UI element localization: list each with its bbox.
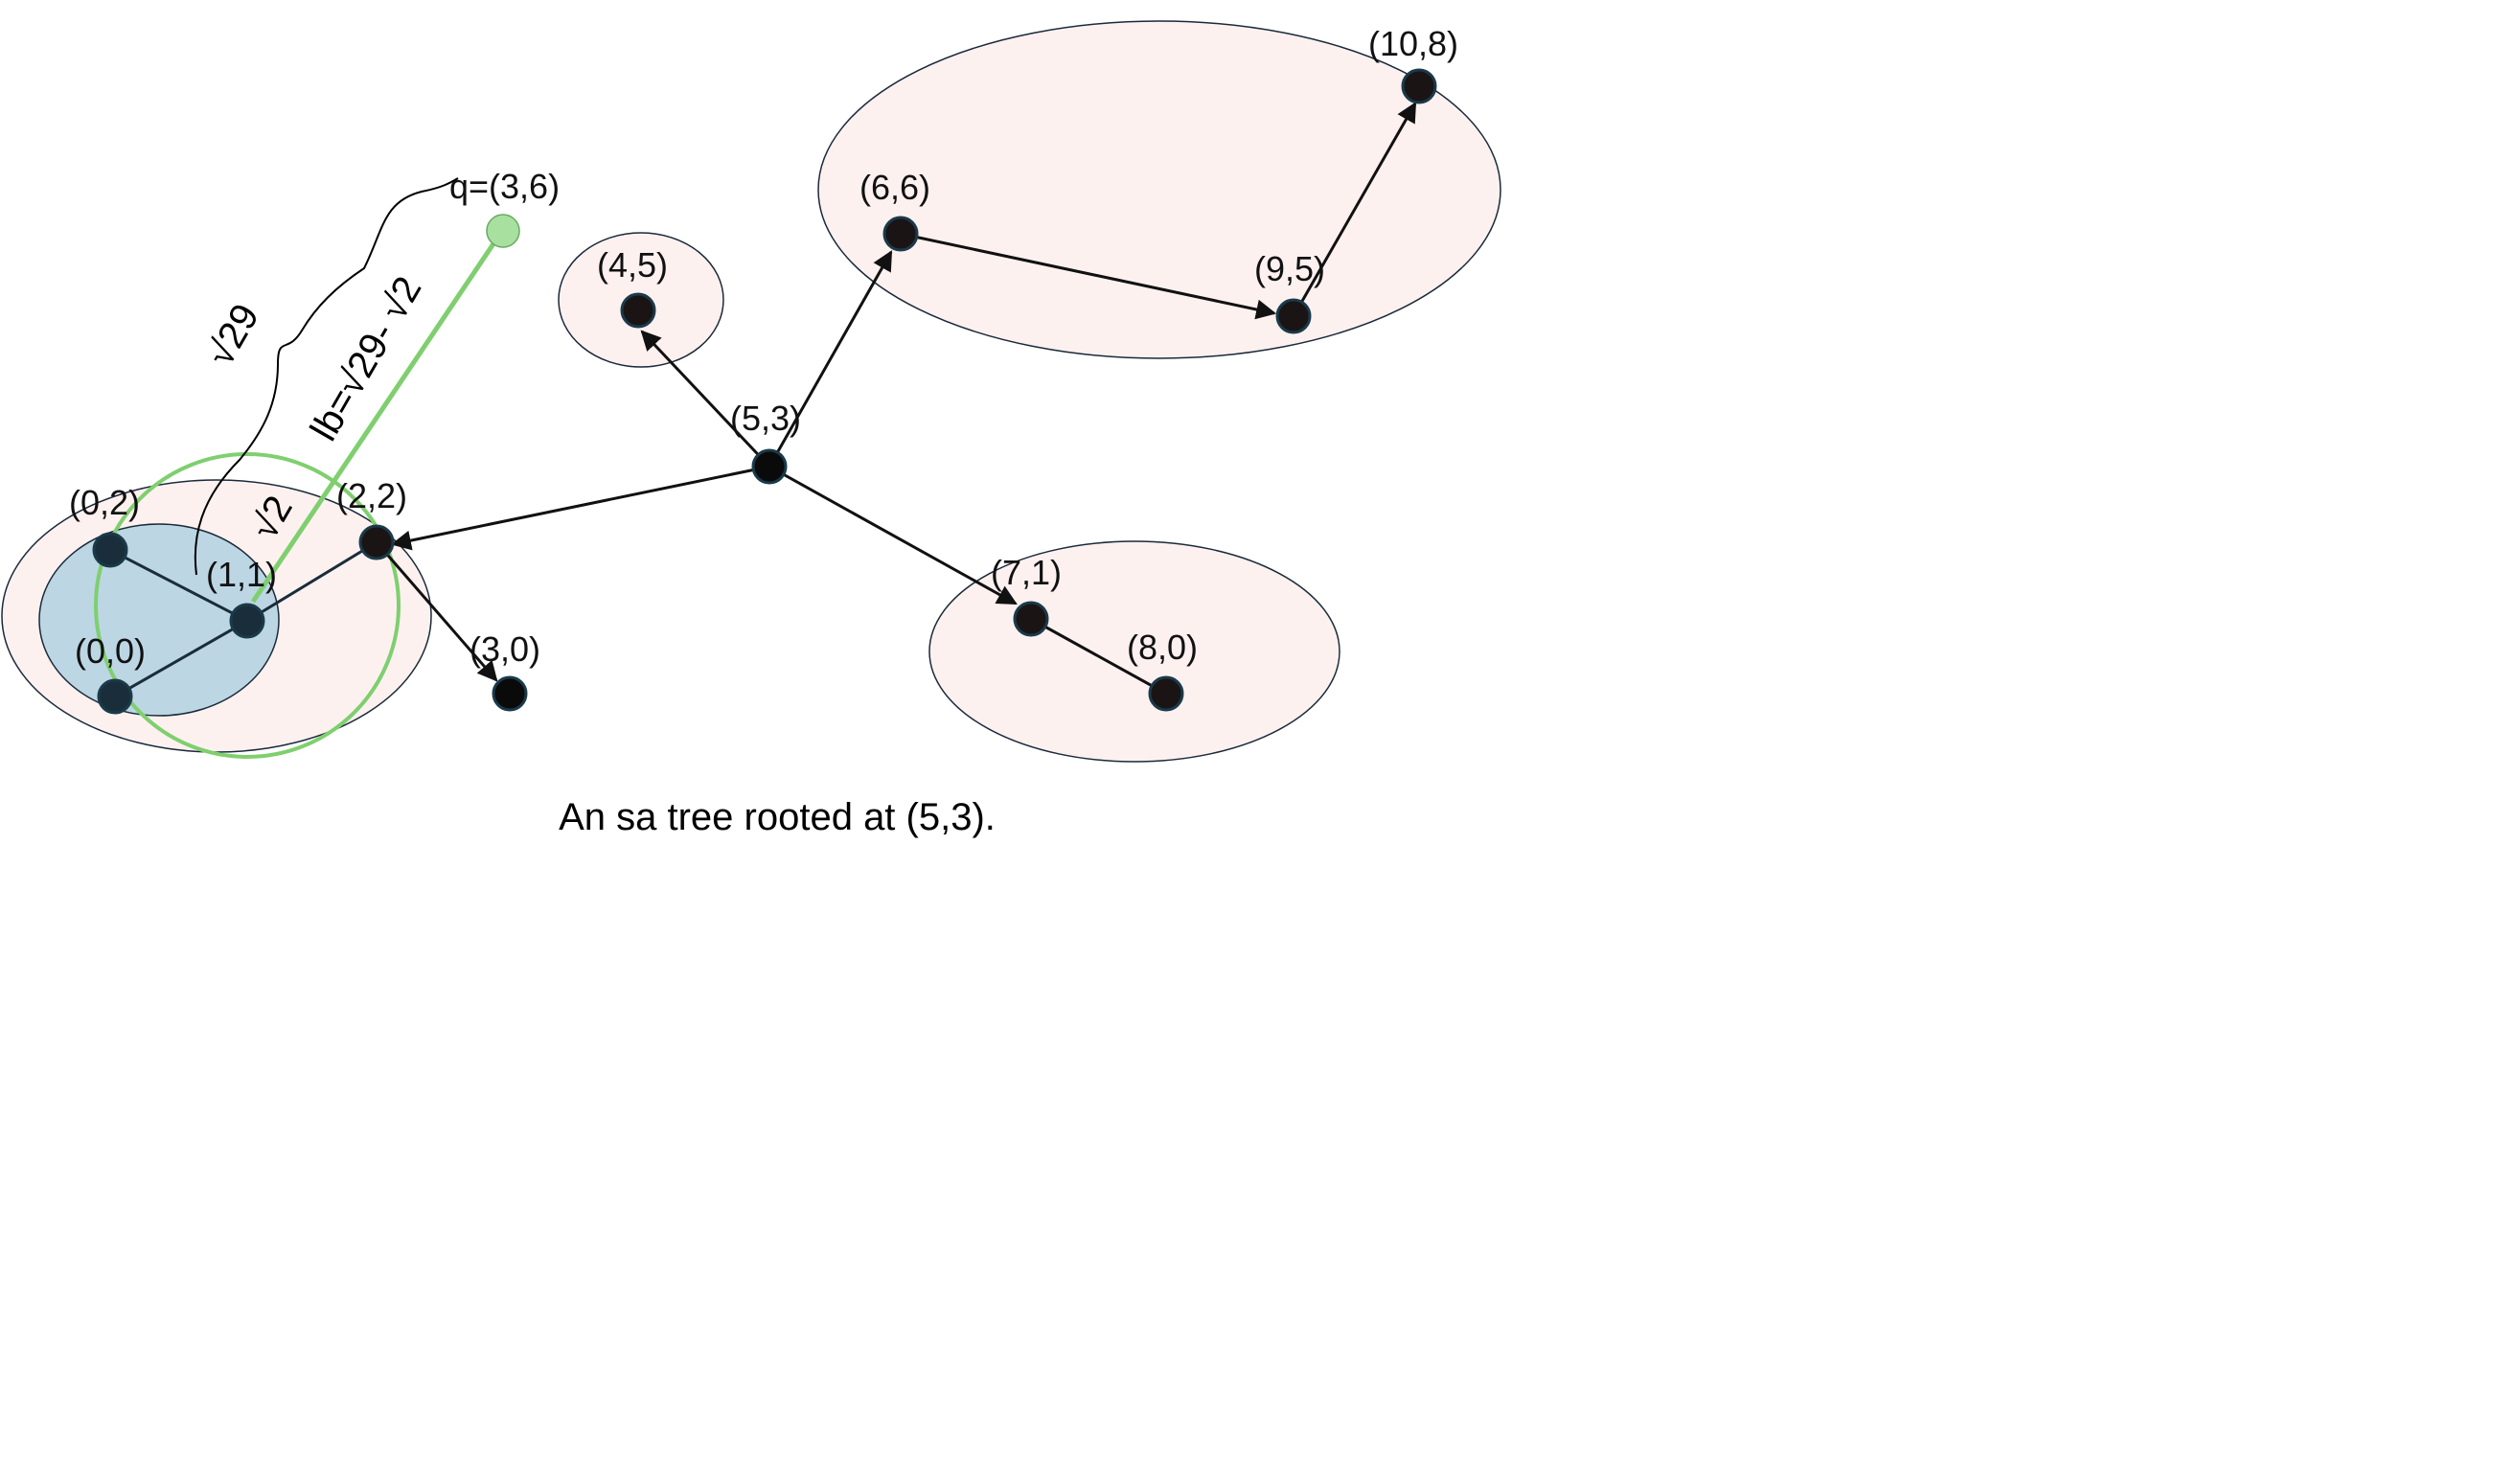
edge-53-71 — [768, 465, 1018, 605]
node-00 — [97, 678, 133, 715]
edge-71-80 — [1030, 617, 1167, 696]
node-71 — [1013, 601, 1049, 637]
sa-tree-diagram: (5,3) (4,5) (6,6) (9,5) (10,8) (7,1) (8,… — [1, 20, 1501, 838]
label-108: (10,8) — [1368, 24, 1458, 63]
query-ball-circle — [94, 452, 401, 759]
label-80: (8,0) — [1127, 628, 1198, 667]
edge-66-95 — [900, 232, 1277, 320]
node-80 — [1148, 675, 1184, 712]
query-label: q=(3,6) — [449, 167, 560, 206]
label-02: (0,2) — [69, 483, 140, 522]
edge-22-11 — [246, 540, 378, 623]
node-95 — [1275, 298, 1312, 334]
lb-label: lb=√29- √2 — [303, 269, 430, 447]
label-00: (0,0) — [75, 631, 146, 671]
label-45: (4,5) — [597, 245, 668, 285]
lb-distance-line — [250, 232, 503, 604]
query-point — [486, 214, 520, 248]
edge-11-00 — [114, 619, 248, 698]
region-ellipse-71-80 — [928, 540, 1340, 763]
label-66: (6,6) — [859, 168, 930, 207]
label-53: (5,3) — [730, 399, 801, 438]
sqrt29-label: √29 — [199, 297, 267, 374]
node-11 — [229, 603, 265, 639]
region-ellipse-66-95-108 — [817, 20, 1501, 359]
edge-53-66 — [767, 250, 893, 468]
node-108 — [1401, 68, 1437, 104]
edge-53-22 — [390, 465, 770, 551]
node-30 — [492, 675, 528, 712]
edge-11-02 — [109, 548, 248, 623]
label-30: (3,0) — [470, 629, 540, 669]
label-11: (1,1) — [206, 555, 277, 594]
node-53 — [751, 448, 788, 485]
label-71: (7,1) — [991, 553, 1062, 592]
label-95: (9,5) — [1254, 249, 1325, 288]
edge-95-108 — [1292, 102, 1417, 317]
node-66 — [882, 216, 919, 252]
label-22: (2,2) — [336, 476, 407, 515]
edge-53-45 — [640, 330, 771, 468]
edge-22-30 — [375, 541, 498, 682]
node-22 — [358, 524, 395, 560]
node-45 — [620, 292, 656, 329]
diagram-caption: An sa tree rooted at (5,3). — [559, 796, 996, 838]
sqrt29-brace — [194, 177, 459, 576]
node-02 — [92, 532, 128, 568]
